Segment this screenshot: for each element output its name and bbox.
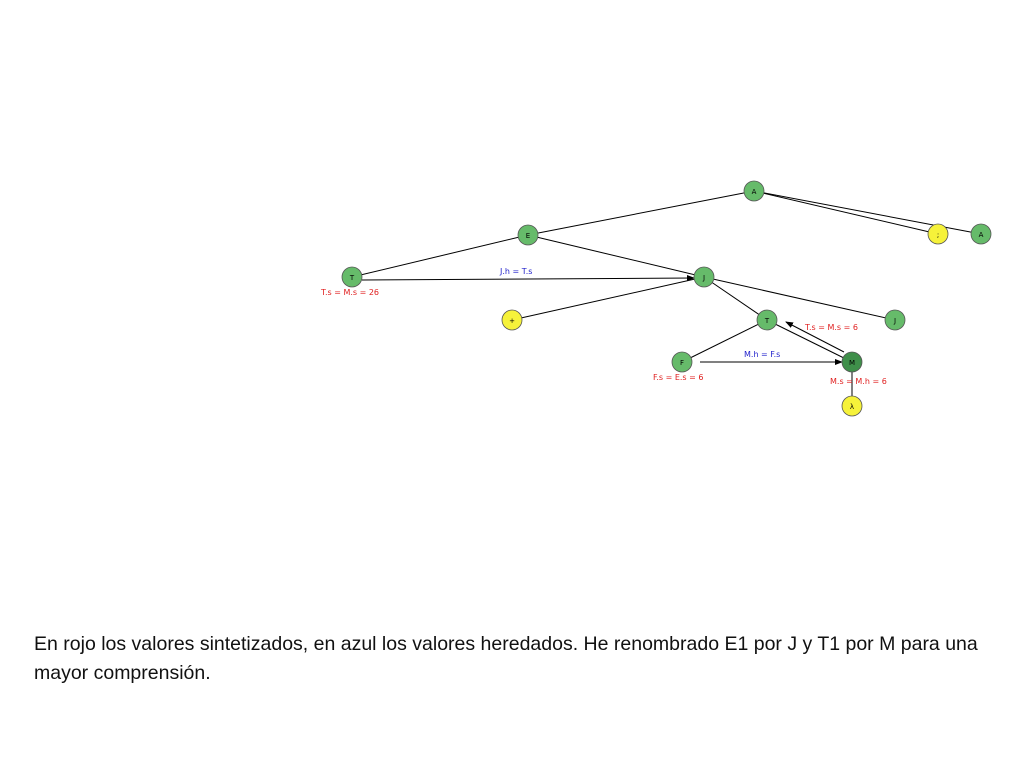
node-lambda [841,395,863,417]
node-label-a-right: A [979,231,984,239]
node-m [841,351,863,373]
node-f [671,351,693,373]
node-label-a-root: A [752,188,757,196]
edge-a-semicolon [753,190,939,235]
node-j-right [884,309,906,331]
arrow-jh [361,275,695,282]
node-label-lambda: λ [850,403,854,411]
tree-nodes [341,180,992,417]
synthesized-label-m: M.s = M.h = 6 [830,377,887,386]
edge-e-t [351,234,529,278]
edge-t-m [766,319,853,363]
edge-t-f [681,319,768,363]
attribute-labels: T.s = M.s = 26 T.s = M.s = 6 F.s = E.s =… [320,267,887,386]
synthesized-label-f: F.s = E.s = 6 [653,373,703,382]
node-label-j-right: J [893,317,896,325]
inherited-label-mh: M.h = F.s [744,350,780,359]
edge-j-t [703,276,768,321]
edge-j-j [703,276,896,321]
caption-text: En rojo los valores sintetizados, en azu… [34,633,978,684]
node-label-t-mid: T [764,317,770,325]
edge-e-j [527,234,705,278]
node-label-f: F [680,359,684,367]
node-plus [501,309,523,331]
node-label-j-top: J [702,274,705,282]
node-labels: A E ; A T J + T J F M λ [349,188,984,411]
edge-a-e [527,190,755,236]
node-t-mid [756,309,778,331]
node-j-top [693,266,715,288]
node-label-semicolon: ; [937,231,939,239]
arrow-ts-mid [785,321,845,353]
synthesized-label-t-left: T.s = M.s = 26 [320,288,379,297]
node-label-plus: + [509,317,515,325]
node-label-m: M [849,359,855,367]
node-e [517,224,539,246]
node-a-right [970,223,992,245]
attribute-arrows [361,275,845,365]
node-a-root [743,180,765,202]
inherited-label-jh: J.h = T.s [499,267,532,276]
node-label-t-left: T [349,274,355,282]
edge-j-plus [511,276,705,321]
node-t-left [341,266,363,288]
node-label-e: E [526,232,530,240]
edge-a-a [753,190,982,235]
node-semicolon [927,223,949,245]
synthesized-label-t-mid: T.s = M.s = 6 [804,323,858,332]
